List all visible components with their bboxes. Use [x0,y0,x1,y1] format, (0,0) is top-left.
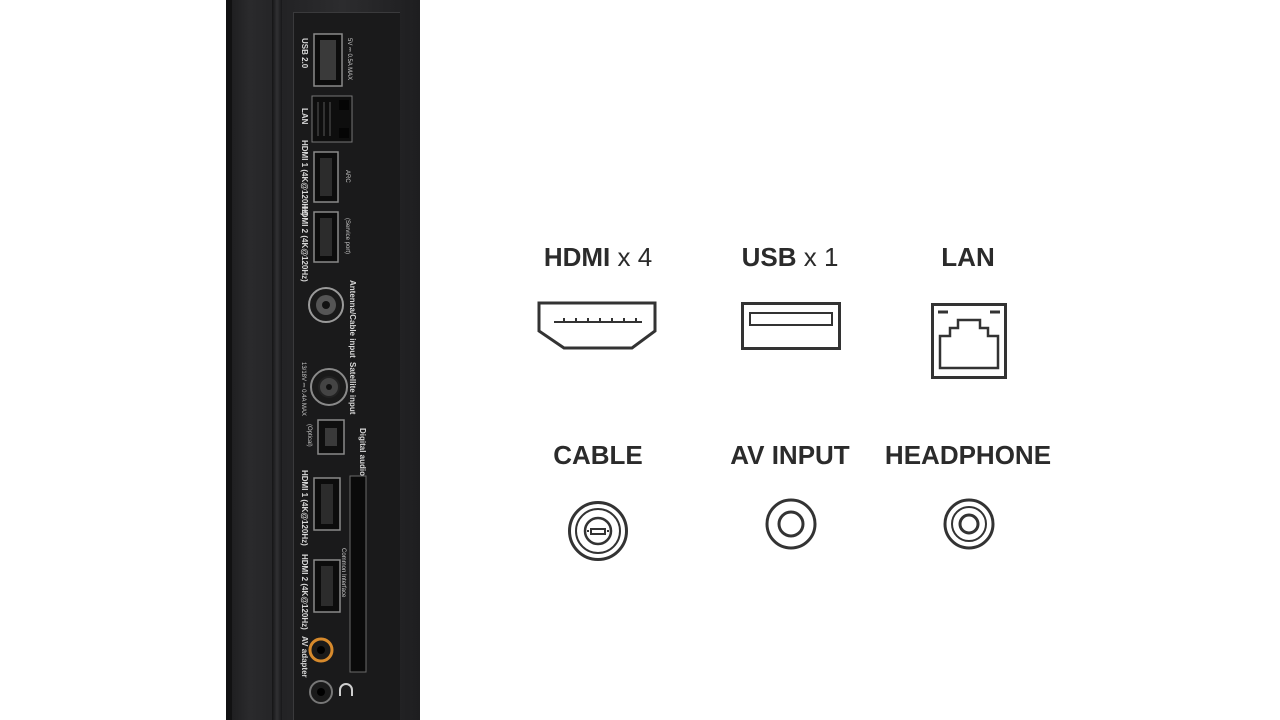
connection-name-cable: CABLE [553,440,643,470]
port-note-service: (Service port) [344,218,350,254]
port-note-satellite: 13/18V ⎓ 0.4A MAX [300,362,306,416]
connection-av-input: AV INPUT [695,440,885,470]
ethernet-icon [931,303,1007,379]
lan-port-icon [311,95,353,143]
headphone-port-icon [309,680,353,704]
connection-label-usb: USB x 1 [695,242,885,272]
ci-slot-icon [349,475,367,673]
port-label-hdmi1-top: HDMI 1 (4K@120Hz) [300,140,309,216]
connection-label-headphone: HEADPHONE [873,440,1063,470]
port-note-ci: Common Interface [340,548,346,598]
satellite-port-icon [310,368,348,406]
hdmi-port-icon [313,559,341,613]
connection-name-usb: USB [741,242,797,272]
hdmi-port-icon [313,151,339,203]
port-label-satellite: Satellite input [348,362,357,415]
hdmi-port-icon [313,211,339,263]
connection-lan: LAN [873,242,1063,272]
port-label-hdmi2-bottom: HDMI 2 (4K@120Hz) [300,554,309,630]
connection-label-av-input: AV INPUT [695,440,885,470]
connection-label-cable: CABLE [503,440,693,470]
tv-edge [226,0,232,720]
port-label-optical: Digital audio out [358,428,367,491]
usb-icon [741,302,841,350]
connection-name-av-input: AV INPUT [730,440,850,470]
coax-icon [568,501,628,561]
optical-port-icon [317,419,345,455]
port-label-usb: USB 2.0 [300,38,309,69]
tv-back-panel: USB 2.0 5V ⎓ 0.5A MAX LAN HDMI 1 (4K@120… [226,0,420,720]
connection-name-hdmi: HDMI [543,242,611,272]
connection-label-lan: LAN [873,242,1063,272]
hdmi-icon [537,301,657,350]
connection-usb: USB x 1 [695,242,885,272]
av-input-icon [765,498,817,550]
port-label-av: AV adapter [300,636,309,678]
connection-name-headphone: HEADPHONE [884,440,1052,470]
port-label-hdmi1-bottom: HDMI 1 (4K@120Hz) [300,470,309,546]
av-jack-icon [308,637,334,663]
connection-headphone: HEADPHONE [873,440,1063,470]
port-label-antenna: Antenna/Cable input [348,280,357,358]
tv-rail [272,0,282,720]
usb-port-icon [313,33,343,87]
port-strip-graphic: USB 2.0 5V ⎓ 0.5A MAX LAN HDMI 1 (4K@120… [300,33,367,704]
hdmi-port-icon [313,477,341,531]
port-note-arc: ARC [344,170,350,183]
connection-label-hdmi: HDMI x 4 [503,242,693,272]
connection-count-usb: x 1 [803,242,839,272]
port-note-usb: 5V ⎓ 0.5A MAX [346,38,352,80]
headphone-jack-icon [943,498,995,550]
connection-hdmi: HDMI x 4 [503,242,693,272]
port-label-hdmi2-top: HDMI 2 (4K@120Hz) [300,206,309,282]
connection-cable: CABLE [503,440,693,470]
port-note-optical: (Optical) [306,424,312,447]
connection-name-lan: LAN [941,242,995,272]
connection-count-hdmi: x 4 [617,242,653,272]
coax-port-icon [308,287,344,323]
port-label-lan: LAN [300,108,309,125]
